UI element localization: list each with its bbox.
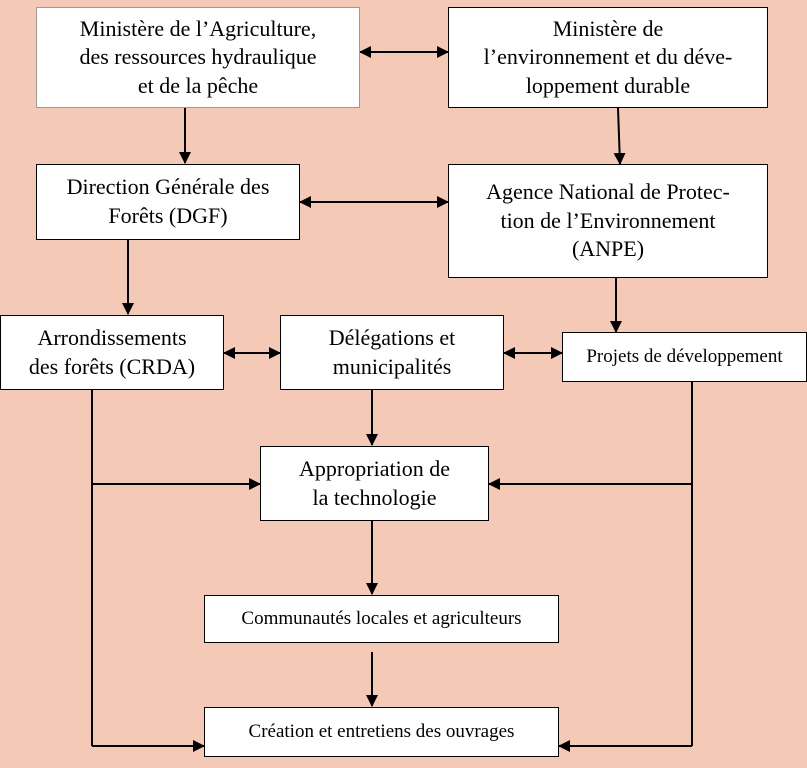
- node-anpe: Agence National de Protec- tion de l’Env…: [448, 164, 768, 278]
- node-ministere-environnement-label: Ministère de l’environnement et du déve-…: [483, 15, 733, 98]
- node-dgf: Direction Générale des Forêts (DGF): [36, 164, 300, 240]
- edge-ministere-environnement-anpe: [613, 107, 626, 165]
- node-creation: Création et entretiens des ouvrages: [204, 707, 559, 757]
- node-crda-label: Arrondissements des forêts (CRDA): [28, 324, 196, 379]
- node-appropriation: Appropriation de la technologie: [260, 446, 489, 521]
- node-dgf-label: Direction Générale des Forêts (DGF): [66, 174, 270, 228]
- node-appropriation-label: Appropriation de la technologie: [299, 455, 450, 510]
- node-anpe-label: Agence National de Protec- tion de l’Env…: [486, 179, 730, 262]
- node-creation-label: Création et entretiens des ouvrages: [248, 720, 515, 742]
- node-projets: Projets de développement: [562, 332, 807, 382]
- node-ministere-environnement: Ministère de l’environnement et du déve-…: [448, 7, 768, 108]
- node-projets-label: Projets de développement: [586, 345, 783, 367]
- node-crda: Arrondissements des forêts (CRDA): [0, 315, 224, 390]
- node-communautes-label: Communautés locales et agriculteurs: [241, 607, 522, 629]
- node-ministere-agriculture-label: Ministère de l’Agriculture, des ressourc…: [79, 15, 317, 98]
- node-delegations-label: Délégations et municipalités: [328, 324, 456, 379]
- node-delegations: Délégations et municipalités: [280, 315, 504, 390]
- node-communautes: Communautés locales et agriculteurs: [204, 595, 559, 643]
- node-ministere-agriculture: Ministère de l’Agriculture, des ressourc…: [36, 7, 360, 108]
